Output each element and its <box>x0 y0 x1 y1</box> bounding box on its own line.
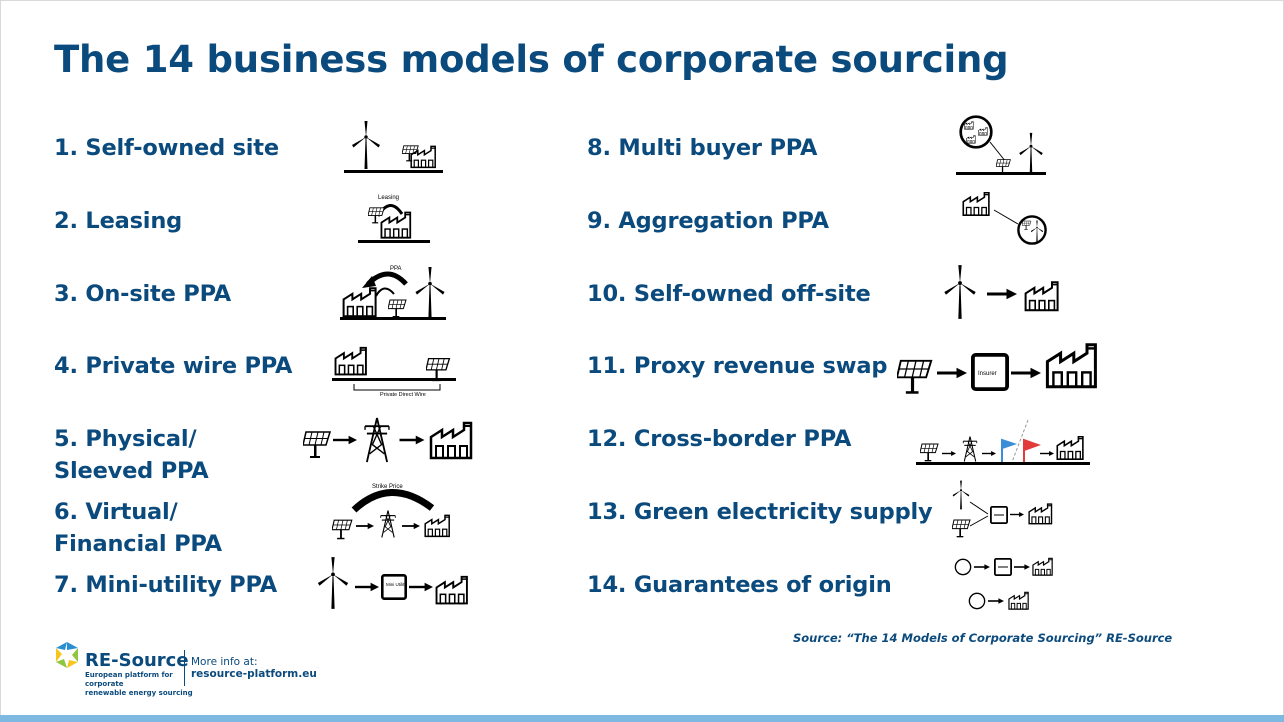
model-label-5: 5. Physical/ Sleeved PPA <box>54 426 209 484</box>
onsite-ppa-icon: PPA <box>340 262 448 322</box>
model-label-1: 1. Self-owned site <box>54 135 279 161</box>
green-supply-icon <box>948 480 1060 540</box>
leasing-factory-icon: Leasing <box>356 190 432 244</box>
model-label-9: 9. Aggregation PPA <box>587 208 829 234</box>
re-source-logo[interactable]: RE-Source European platform for corporat… <box>50 640 320 697</box>
source-citation: Source: “The 14 Models of Corporate Sour… <box>793 631 1173 645</box>
logo-tagline: European platform for corporate renewabl… <box>85 671 193 697</box>
insurer-caption: Insurer <box>978 371 997 377</box>
multi-buyer-icon <box>956 114 1048 178</box>
model-label-10: 10. Self-owned off-site <box>587 281 871 307</box>
model-label-3: 3. On-site PPA <box>54 281 232 307</box>
slide-title: The 14 business models of corporate sour… <box>54 38 1009 81</box>
private-wire-icon: Private Direct Wire <box>332 340 458 398</box>
logo-name: RE-Source <box>85 650 189 671</box>
guarantees-origin-icon <box>954 552 1058 614</box>
private-wire-caption: Private Direct Wire <box>380 392 426 398</box>
mini-utility-icon: Mini Utility <box>313 556 475 612</box>
ppa-caption: PPA <box>390 266 402 272</box>
offsite-turbine-factory-icon <box>938 264 1068 322</box>
cross-border-icon <box>916 418 1092 468</box>
model-label-4: 4. Private wire PPA <box>54 353 293 379</box>
strike-price-icon: Strike Price <box>332 480 458 540</box>
model-label-2: 2. Leasing <box>54 208 183 234</box>
more-info-label: More info at: <box>191 656 258 668</box>
logo-divider <box>184 650 185 686</box>
aggregation-icon <box>960 186 1052 250</box>
leasing-caption: Leasing <box>378 195 399 201</box>
model-label-12: 12. Cross-border PPA <box>587 426 852 452</box>
website-link[interactable]: resource-platform.eu <box>191 668 317 680</box>
re-source-logo-icon <box>56 642 78 668</box>
model-label-13: 13. Green electricity supply <box>587 499 933 525</box>
wind-turbine-factory-icon <box>344 120 444 176</box>
model-label-8: 8. Multi buyer PPA <box>587 135 818 161</box>
solar-pylon-factory-icon <box>303 413 483 467</box>
model-label-11: 11. Proxy revenue swap <box>587 353 888 379</box>
model-label-7: 7. Mini-utility PPA <box>54 572 277 598</box>
bottom-accent-bar <box>0 715 1284 722</box>
model-label-14: 14. Guarantees of origin <box>587 572 892 598</box>
model-label-6: 6. Virtual/ Financial PPA <box>54 499 222 557</box>
proxy-swap-icon: Insurer <box>897 335 1107 395</box>
mini-utility-caption: Mini Utility <box>386 582 407 587</box>
strike-price-caption: Strike Price <box>372 484 403 490</box>
